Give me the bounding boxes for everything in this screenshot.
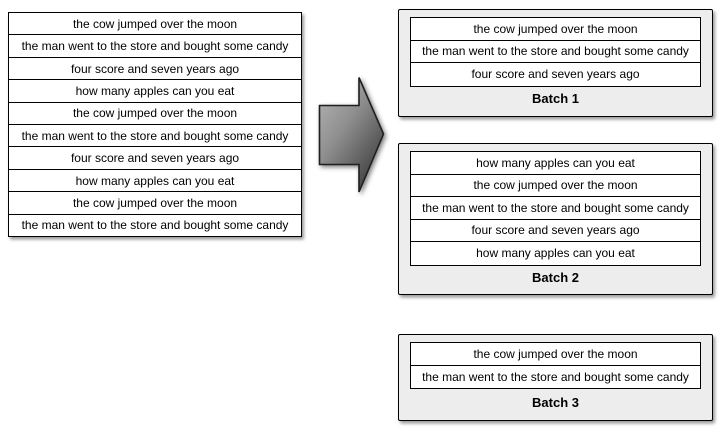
sentence-row: the cow jumped over the moon: [9, 13, 301, 36]
sentence-row: four score and seven years ago: [411, 220, 700, 242]
batch-3-sentence-list: the cow jumped over the moon the man wen…: [410, 342, 701, 389]
batch-box-3: the cow jumped over the moon the man wen…: [398, 334, 713, 421]
sentence-row: the cow jumped over the moon: [9, 103, 301, 126]
sentence-row: the man went to the store and bought som…: [411, 197, 700, 220]
sentence-row: the cow jumped over the moon: [411, 343, 700, 366]
sentence-row: the cow jumped over the moon: [411, 175, 700, 197]
batch-box-2: how many apples can you eat the cow jump…: [398, 143, 713, 295]
sentence-row: the cow jumped over the moon: [9, 192, 301, 215]
source-sentence-list: the cow jumped over the moon the man wen…: [8, 12, 302, 237]
batch-box-1: the cow jumped over the moon the man wen…: [398, 9, 713, 117]
sentence-row: the man went to the store and bought som…: [9, 125, 301, 148]
right-arrow-icon: [318, 77, 385, 193]
sentence-row: the man went to the store and bought som…: [9, 35, 301, 58]
sentence-row: the man went to the store and bought som…: [411, 41, 700, 63]
sentence-row: how many apples can you eat: [9, 80, 301, 103]
sentence-row: how many apples can you eat: [9, 170, 301, 193]
batch-2-label: Batch 2: [532, 269, 579, 285]
sentence-row: four score and seven years ago: [9, 58, 301, 81]
sentence-row: how many apples can you eat: [411, 152, 700, 175]
sentence-row: the man went to the store and bought som…: [422, 369, 689, 384]
sentence-row: how many apples can you eat: [476, 246, 635, 261]
batch-2-sentence-list: how many apples can you eat the cow jump…: [410, 151, 701, 266]
sentence-row: the cow jumped over the moon: [411, 18, 700, 41]
sentence-row: the man went to the store and bought som…: [21, 218, 289, 233]
batch-1-sentence-list: the cow jumped over the moon the man wen…: [410, 17, 701, 87]
sentence-row: four score and seven years ago: [471, 67, 640, 82]
batch-3-label: Batch 3: [532, 394, 579, 410]
batch-1-label: Batch 1: [532, 91, 579, 107]
sentence-row: four score and seven years ago: [9, 147, 301, 170]
